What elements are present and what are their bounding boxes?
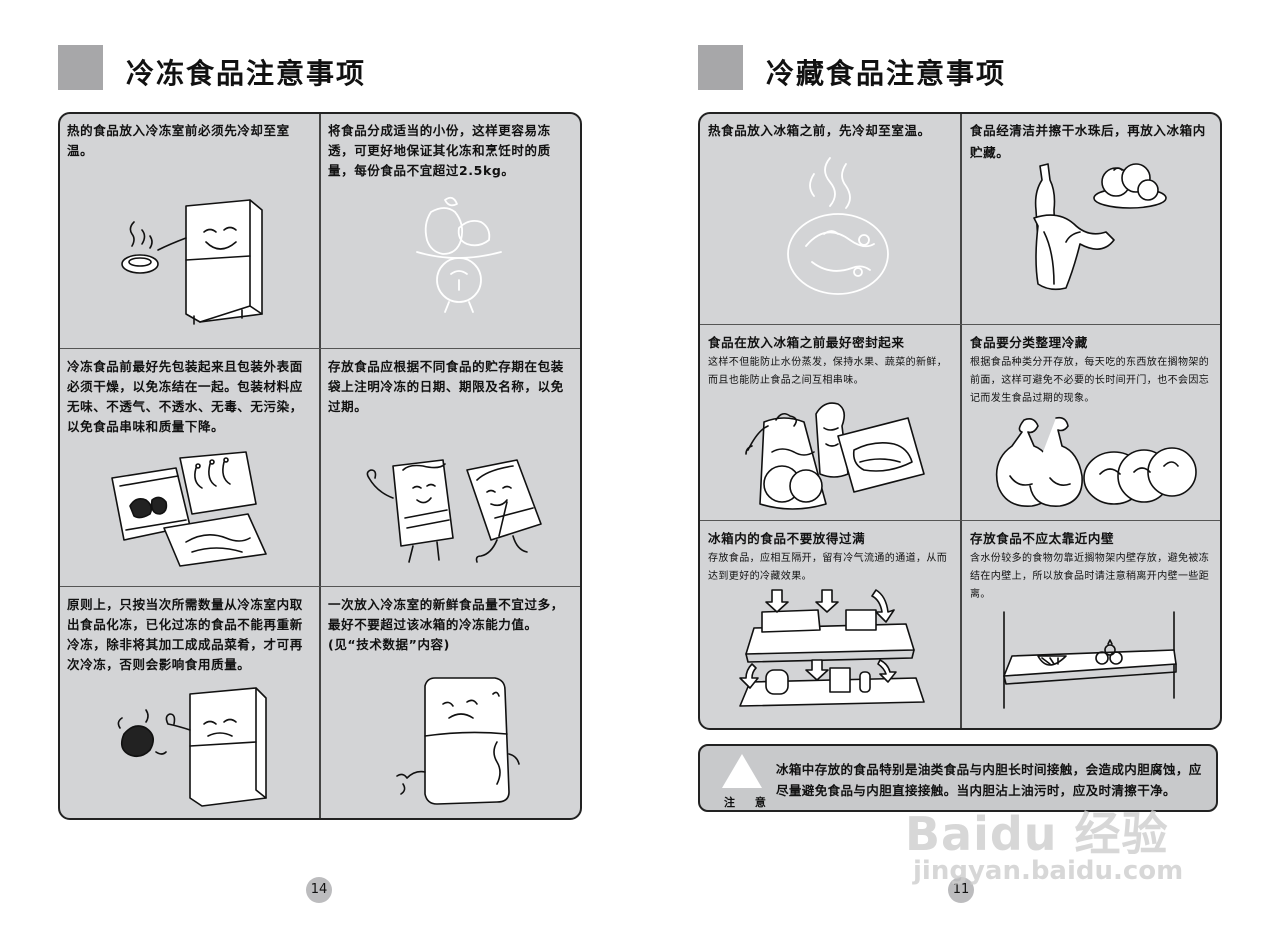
grid-divider <box>700 324 1220 325</box>
notice-box: 注 意 冰箱中存放的食品特别是油类食品与内胆长时间接触，会造成内胆腐蚀，应尽量避… <box>698 744 1218 812</box>
grid-divider <box>60 348 580 349</box>
fridge-with-hot-food-icon <box>121 199 263 325</box>
section-marker <box>698 45 743 90</box>
page-title: 冷藏食品注意事项 <box>766 57 1007 90</box>
tip-title: 冰箱内的食品不要放得过满 <box>708 531 866 546</box>
tip-cell: 存放食品不应太靠近内壁 含水份较多的食物勿靠近搁物架内壁存放，避免被冻结在内壁上… <box>962 522 1220 728</box>
grid-divider <box>700 520 1220 521</box>
left-page: 冷冻食品注意事项 热的食品放入冷冻室前必须先冷却至室温。 <box>58 45 582 903</box>
watermark-logo-text: Baidu 经验 <box>905 807 1169 861</box>
tip-cell: 一次放入冷冻室的新鲜食品量不宜过多，最好不要超过该冰箱的冷冻能力值。(见“技术数… <box>321 588 580 818</box>
freezing-tips-grid: 热的食品放入冷冻室前必须先冷却至室温。 将食品分成适当的小份，这样更容易冻透，可… <box>58 112 582 820</box>
tip-description: 这样不但能防止水份蒸发，保持水果、蔬菜的新鲜，而且也能防止食品之间互相串味。 <box>708 357 948 386</box>
watermark-url: jingyan.baidu.com <box>913 856 1184 886</box>
tip-cell: 将食品分成适当的小份，这样更容易冻透，可更好地保证其化冻和烹饪时的质量，每份食品… <box>321 114 580 348</box>
page-number: 11 <box>948 877 974 903</box>
tip-cell: 原则上，只按当次所需数量从冷冻室内取出食品化冻，已化过冻的食品不能再重新冷冻，除… <box>60 588 319 818</box>
grid-divider <box>319 114 321 818</box>
tip-title: 热食品放入冰箱之前，先冷却至室温。 <box>708 123 931 138</box>
steaming-dish-icon <box>787 157 889 295</box>
sorted-meat-icon <box>995 416 1197 507</box>
tip-title: 食品在放入冰箱之前最好密封起来 <box>708 335 905 350</box>
tip-text: 原则上，只按当次所需数量从冷冻室内取出食品化冻，已化过冻的食品不能再重新冷冻，除… <box>67 597 303 672</box>
fridge-rejecting-thawed-food-icon <box>117 687 267 807</box>
labeled-packages-icon <box>366 459 542 563</box>
tip-text: 冷冻食品前最好先包装起来且包装外表面必须干燥，以免冻结在一起。包装材料应无味、不… <box>67 359 303 434</box>
airflow-shelves-icon <box>739 589 925 707</box>
baidu-watermark: Baidu 经验 jingyan.baidu.com <box>905 798 1205 898</box>
tip-text: 将食品分成适当的小份，这样更容易冻透，可更好地保证其化冻和烹饪时的质量，每份食品… <box>328 123 551 178</box>
tip-text: 一次放入冷冻室的新鲜食品量不宜过多，最好不要超过该冰箱的冷冻能力值。(见“技术数… <box>328 597 564 652</box>
tip-title: 食品经清洁并擦干水珠后，再放入冰箱内贮藏。 <box>970 123 1206 160</box>
warning-triangle-icon <box>722 754 762 788</box>
sealed-food-bags-icon <box>745 402 925 510</box>
refrigeration-tips-grid: 热食品放入冰箱之前，先冷却至室温。 食品经清洁并擦干水珠后，再放入冰箱内贮藏。 <box>698 112 1222 730</box>
tip-text: 存放食品应根据不同食品的贮存期在包装袋上注明冷冻的日期、期限及名称，以免过期。 <box>328 359 564 414</box>
tip-cell: 存放食品应根据不同食品的贮存期在包装袋上注明冷冻的日期、期限及名称，以免过期。 <box>321 350 580 586</box>
page-title: 冷冻食品注意事项 <box>126 57 367 90</box>
section-marker <box>58 45 103 90</box>
tip-cell: 食品在放入冰箱之前最好密封起来 这样不但能防止水份蒸发，保持水果、蔬菜的新鲜，而… <box>700 326 960 520</box>
tip-cell: 冰箱内的食品不要放得过满 存放食品，应相互隔开，留有冷气流通的通道，从而达到更好… <box>700 522 960 728</box>
notice-label: 注 意 <box>724 796 774 809</box>
tip-title: 食品要分类整理冷藏 <box>970 335 1088 350</box>
bottle-towel-fruit-icon <box>1033 163 1167 291</box>
tip-cell: 食品经清洁并擦干水珠后，再放入冰箱内贮藏。 <box>962 114 1220 324</box>
packaged-food-bags-icon <box>111 451 267 567</box>
portioned-food-scale-icon <box>416 196 502 313</box>
tip-title: 存放食品不应太靠近内壁 <box>970 531 1115 546</box>
tip-cell: 热的食品放入冷冻室前必须先冷却至室温。 <box>60 114 319 348</box>
page-number: 14 <box>306 877 332 903</box>
tip-text: 热的食品放入冷冻室前必须先冷却至室温。 <box>67 123 290 158</box>
right-page: 冷藏食品注意事项 热食品放入冰箱之前，先冷却至室温。 食品经清洁并擦干水珠后，再… <box>640 0 1280 939</box>
tip-cell: 食品要分类整理冷藏 根据食品种类分开存放，每天吃的东西放在搁物架的前面，这样可避… <box>962 326 1220 520</box>
tip-cell: 冷冻食品前最好先包装起来且包装外表面必须干燥，以免冻结在一起。包装材料应无味、不… <box>60 350 319 586</box>
shelf-with-food-icon <box>1003 611 1177 709</box>
overloaded-fridge-icon <box>396 677 520 805</box>
tip-description: 含水份较多的食物勿靠近搁物架内壁存放，避免被冻结在内壁上，所以放食品时请注意稍离… <box>970 553 1210 600</box>
tip-cell: 热食品放入冰箱之前，先冷却至室温。 <box>700 114 960 324</box>
notice-text: 冰箱中存放的食品特别是油类食品与内胆长时间接触，会造成内胆腐蚀，应尽量避免食品与… <box>776 762 1202 798</box>
grid-divider <box>60 586 580 587</box>
grid-divider <box>960 114 962 728</box>
tip-description: 根据食品种类分开存放，每天吃的东西放在搁物架的前面，这样可避免不必要的长时间开门… <box>970 357 1210 404</box>
tip-description: 存放食品，应相互隔开，留有冷气流通的通道，从而达到更好的冷藏效果。 <box>708 553 948 582</box>
